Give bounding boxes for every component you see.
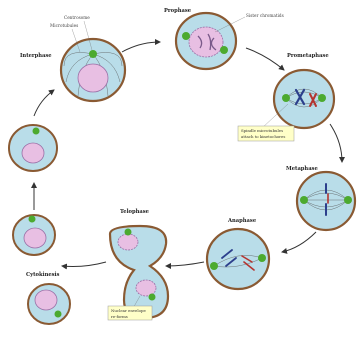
- daughter-cell-upper: [9, 125, 57, 171]
- stage-label-prometaphase: Prometaphase: [287, 53, 329, 59]
- prophase-cell: Prophase Sister chromatids: [164, 8, 284, 69]
- callout-telophase-line1: Nuclear envelope: [111, 308, 146, 313]
- arrow-daughter-to-interphase: [34, 90, 54, 116]
- arrow-interphase-to-prophase: [122, 42, 160, 52]
- telophase-cell: Telophase Nuclear envelope re-forms: [108, 209, 168, 320]
- metaphase-cell: Metaphase: [286, 166, 355, 230]
- stage-label-telophase: Telophase: [120, 209, 150, 215]
- callout-prometaphase-line1: Spindle microtubules: [241, 128, 283, 133]
- arrow-telophase-to-cytokinesis: [62, 262, 106, 267]
- stage-label-cytokinesis: Cytokinesis: [26, 272, 60, 278]
- interphase-cell: Interphase Centrosome Microtubules: [20, 15, 125, 101]
- label-sister-chromatids: Sister chromatids: [246, 13, 284, 18]
- arrow-anaphase-to-telophase: [166, 262, 204, 266]
- callout-prometaphase-line2: attach to kinetochores: [241, 134, 285, 139]
- arrow-prometaphase-to-metaphase: [330, 124, 342, 162]
- arrow-metaphase-to-anaphase: [282, 232, 316, 252]
- prometaphase-cell: Prometaphase Spindle microtubules attach…: [238, 53, 334, 141]
- stage-label-metaphase: Metaphase: [286, 166, 318, 172]
- nucleus: [78, 64, 108, 92]
- stage-label-prophase: Prophase: [164, 8, 192, 14]
- label-microtubules: Microtubules: [50, 23, 78, 28]
- anaphase-cell: Anaphase: [207, 218, 269, 289]
- cytokinesis-cell: Cytokinesis: [26, 272, 70, 324]
- centrosome: [89, 50, 97, 58]
- stage-label-interphase: Interphase: [20, 53, 52, 59]
- callout-telophase-line2: re-forms: [111, 314, 128, 319]
- daughter-cell-lower: [13, 215, 55, 255]
- arrow-prophase-to-prometaphase: [246, 48, 284, 70]
- label-centrosome: Centrosome: [64, 15, 90, 20]
- stage-label-anaphase: Anaphase: [227, 218, 257, 224]
